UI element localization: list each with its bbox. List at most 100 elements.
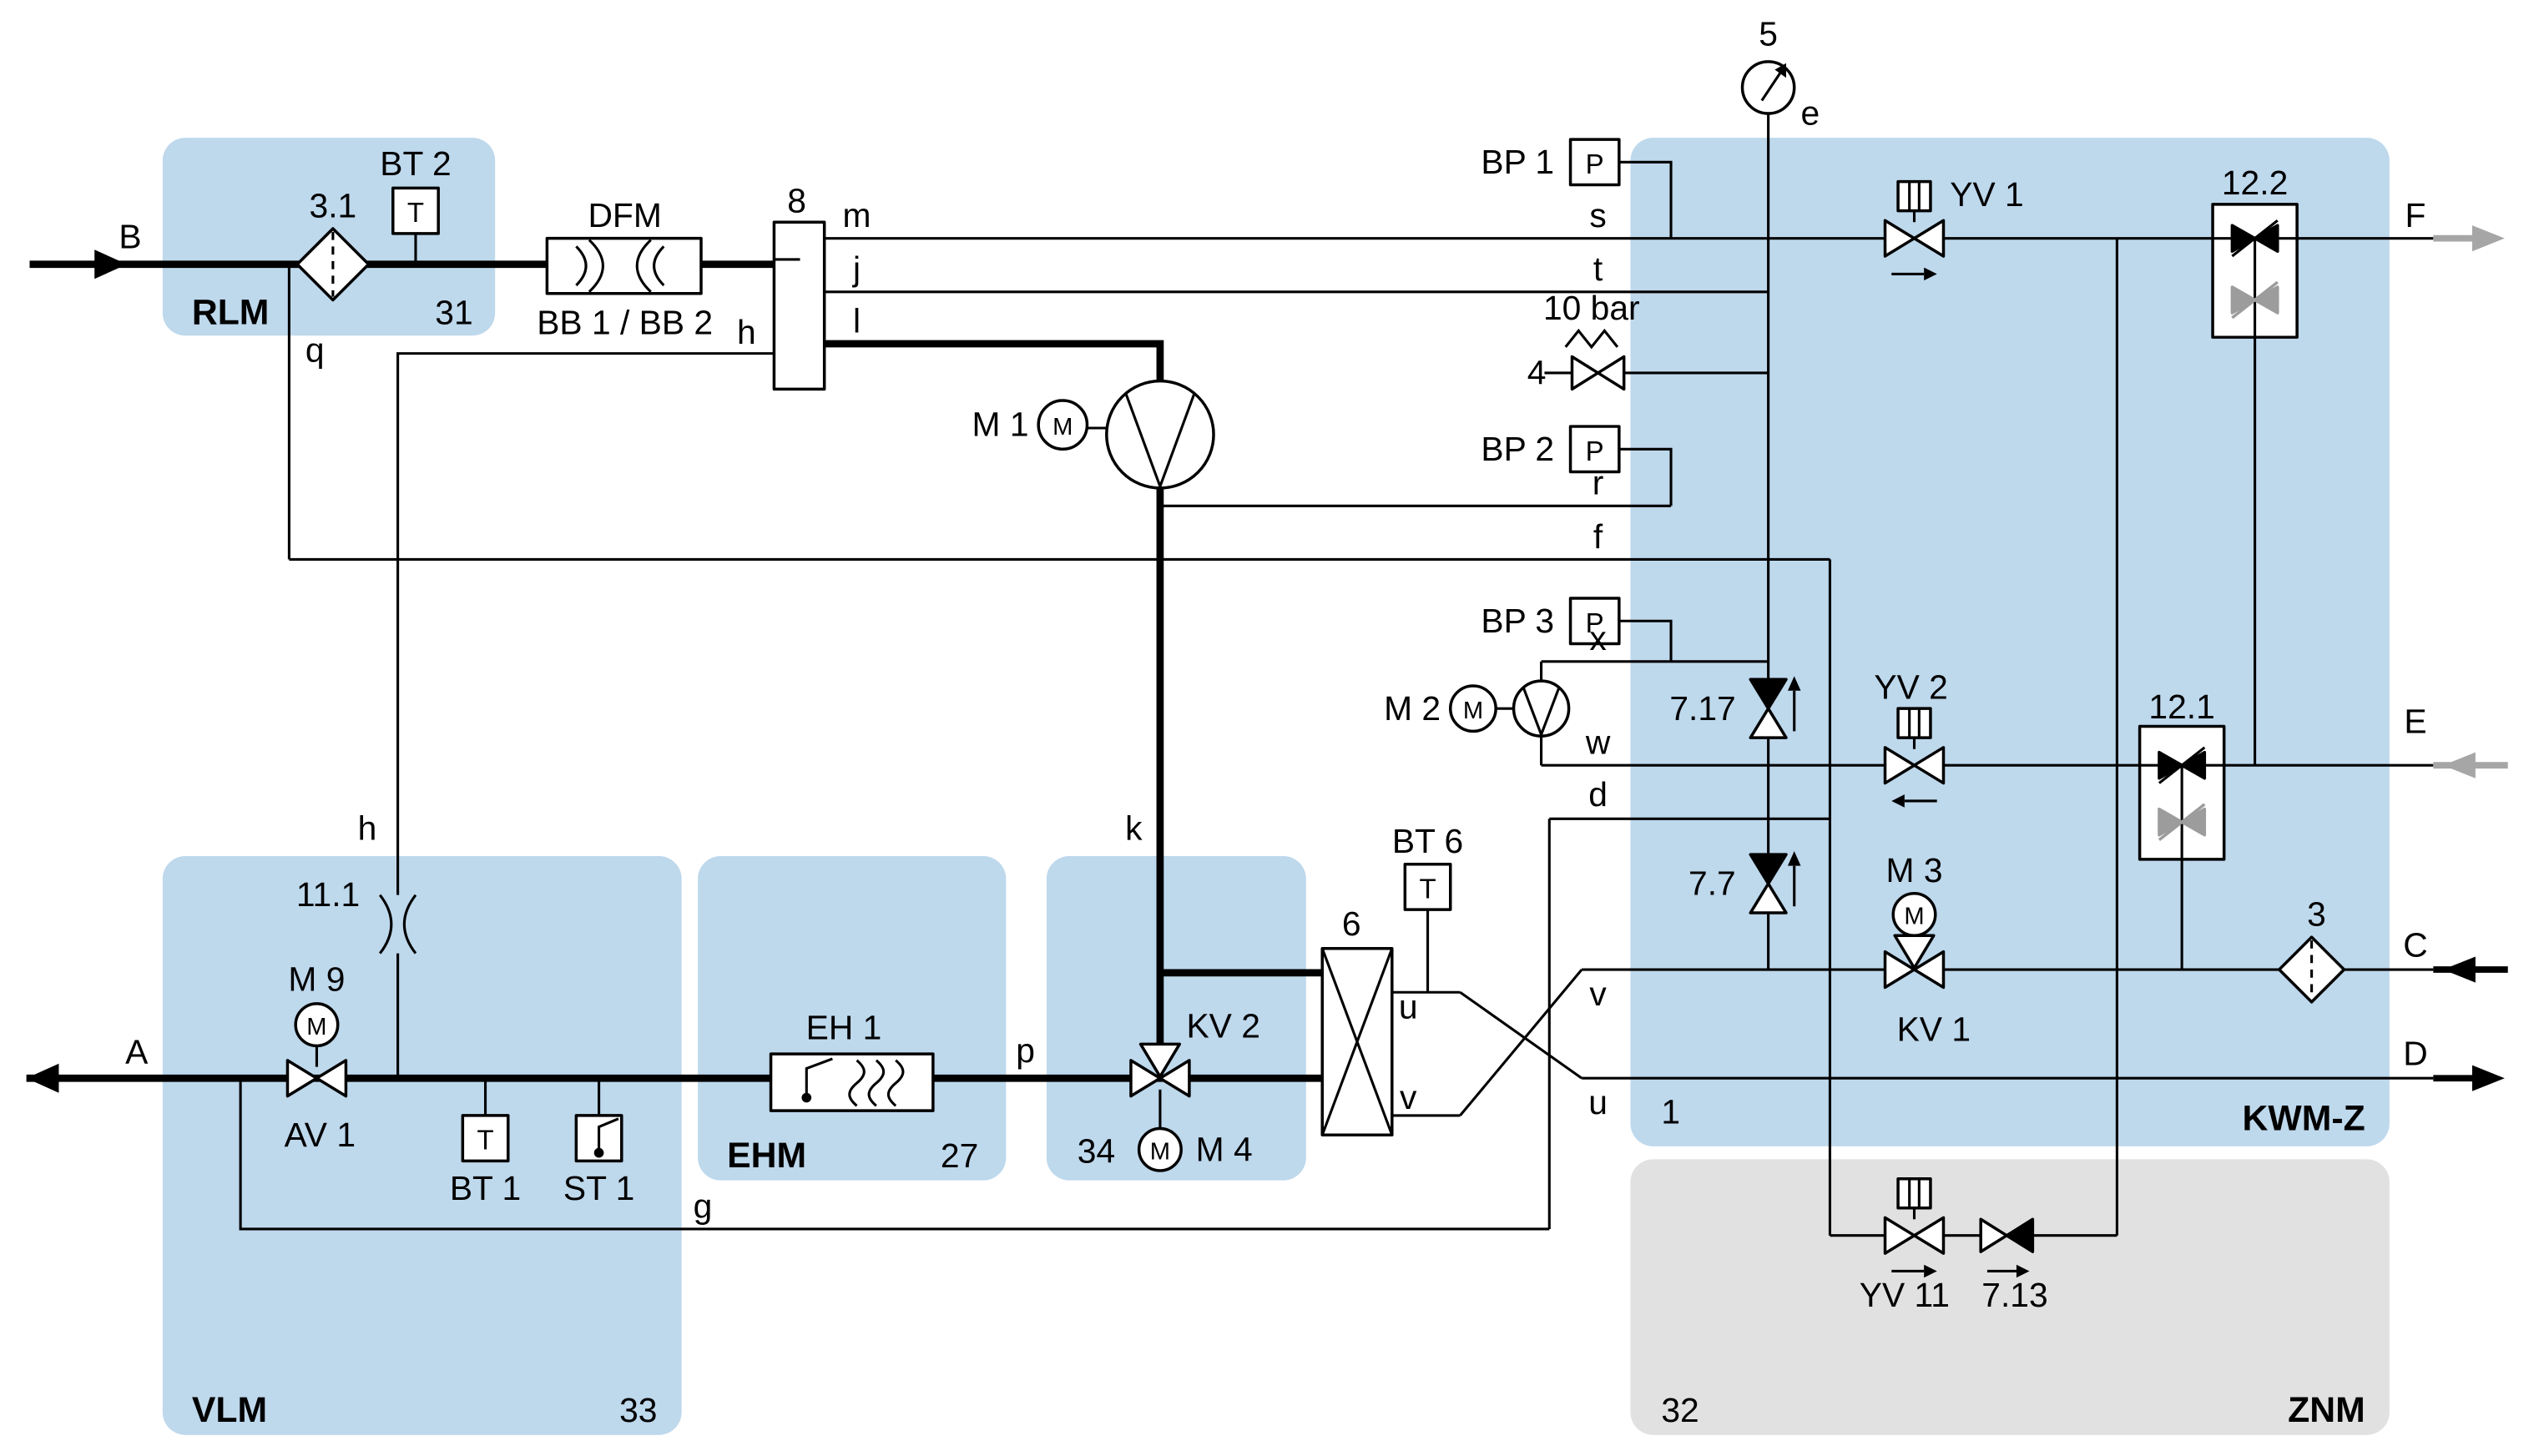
label-m1: M 1	[972, 406, 1029, 444]
bp2-branch	[1618, 447, 1673, 506]
label-line-k: k	[1125, 809, 1143, 848]
filter-3-symbol	[2277, 935, 2346, 1004]
label-port-b: B	[119, 217, 141, 255]
label-line-h-top: h	[737, 313, 756, 351]
line-h	[396, 352, 775, 1079]
kv1-body	[1883, 934, 1946, 990]
label-av1: AV 1	[285, 1116, 356, 1154]
m2-motor	[1449, 684, 1497, 733]
bp3-box	[1568, 597, 1621, 646]
label-line-h-mid: h	[358, 809, 377, 848]
label-m9: M 9	[288, 960, 345, 998]
label-unit8: 8	[787, 182, 806, 220]
label-m2: M 2	[1384, 689, 1441, 728]
label-m4: M 4	[1196, 1130, 1253, 1168]
label-port-e: E	[2404, 702, 2426, 740]
label-region-vlm-number: 33	[619, 1391, 657, 1429]
c77-poppet	[1749, 853, 1788, 885]
flow-arrows	[26, 225, 2508, 1093]
glyph-m4-m: M	[1150, 1138, 1170, 1165]
glyph-m2-m: M	[1463, 698, 1483, 724]
region-kwmz	[1630, 138, 2390, 1146]
bt2-box	[391, 186, 440, 235]
label-m3: M 3	[1886, 851, 1943, 889]
yv1-solenoid-hatch	[1908, 181, 1921, 211]
label-line-s: s	[1589, 196, 1606, 234]
glyph-bt6-t: T	[1419, 874, 1436, 904]
pump-m2	[1449, 679, 1571, 738]
relief-spring	[1564, 328, 1619, 350]
backflow-12-2-internals	[2230, 219, 2279, 320]
glyph-bp1-p: P	[1586, 149, 1604, 179]
filter-3-1-symbol	[295, 227, 371, 302]
label-filter-3-1: 3.1	[310, 186, 357, 224]
glyph-bp2-p: P	[1586, 436, 1604, 466]
c717-seat	[1749, 707, 1788, 739]
yv11-solenoid	[1896, 1176, 1932, 1210]
yv2-flow-arrow	[1891, 794, 1905, 808]
label-line-f: f	[1593, 517, 1603, 556]
label-region-znm: ZNM	[2288, 1390, 2365, 1430]
c717-poppet	[1749, 678, 1788, 710]
dfm-body	[545, 236, 703, 295]
b122-slash-idle	[2231, 280, 2279, 320]
heater-eh1	[769, 1052, 935, 1112]
glyph-bp3-p: P	[1586, 607, 1604, 638]
arrow-f-out	[2471, 225, 2505, 252]
label-line-p: p	[1016, 1031, 1035, 1070]
pump-m1	[1037, 379, 1215, 490]
label-port-a: A	[125, 1033, 149, 1071]
c717-arrow	[1787, 676, 1801, 691]
label-7-17: 7.17	[1669, 689, 1735, 728]
arrow-e-in	[2442, 752, 2476, 778]
pipes-thin	[239, 113, 2434, 1237]
yv1-body	[1883, 219, 1946, 258]
region-vlm	[162, 856, 682, 1435]
arrow-a-out	[26, 1063, 59, 1093]
yv11-body	[1883, 1216, 1946, 1255]
bp1-box	[1568, 138, 1621, 187]
m2-impeller	[1522, 687, 1561, 735]
dfm-flow-meter	[545, 236, 703, 295]
label-region-kwmz-number: 1	[1661, 1093, 1680, 1131]
vessel-8-body	[772, 220, 826, 391]
kv2-body	[1129, 1042, 1191, 1098]
label-region-ehm-number: 27	[941, 1136, 978, 1175]
yv2-solenoid-hatch	[1908, 708, 1921, 738]
label-line-j: j	[852, 249, 861, 288]
gauge-needle-tip	[1774, 63, 1786, 78]
b122-valve-idle	[2230, 285, 2279, 315]
crossover-lines	[1459, 969, 1583, 1116]
m1-pump-body	[1105, 379, 1215, 490]
label-bp3: BP 3	[1481, 602, 1554, 640]
relief-valve-4	[1564, 328, 1626, 391]
label-port-c: C	[2403, 925, 2427, 964]
yv11-solenoid-hatch	[1908, 1178, 1921, 1208]
heat-exchanger-6	[1320, 947, 1394, 1136]
label-bp1: BP 1	[1481, 143, 1554, 181]
label-coupling-11-1: 11.1	[296, 875, 360, 914]
label-line-t: t	[1593, 249, 1603, 288]
label-line-q: q	[305, 330, 325, 369]
c713-flow-arrow	[2016, 1264, 2030, 1278]
gauge-dial	[1740, 60, 1796, 115]
label-hx-6: 6	[1342, 904, 1361, 943]
valve-yv2	[1883, 707, 1946, 808]
valve-av1	[285, 1002, 348, 1098]
check-valve-7-7	[1749, 851, 1801, 914]
kv2-motor	[1137, 1126, 1183, 1172]
arrow-c-in	[2442, 956, 2476, 983]
b121-slash-active	[2158, 746, 2206, 784]
c77-arrow	[1787, 851, 1801, 866]
valve-yv1	[1883, 179, 1946, 281]
glyph-m3-m: M	[1904, 904, 1924, 930]
label-line-v-hx: v	[1400, 1078, 1417, 1116]
hx-secondary-stubs	[1391, 990, 1461, 1117]
label-st1: ST 1	[563, 1169, 634, 1207]
c77-seat	[1749, 882, 1788, 914]
coupling-11-1	[379, 894, 417, 955]
label-region-vlm: VLM	[192, 1390, 267, 1430]
line-l	[824, 340, 1164, 381]
label-line-x: x	[1589, 619, 1606, 657]
